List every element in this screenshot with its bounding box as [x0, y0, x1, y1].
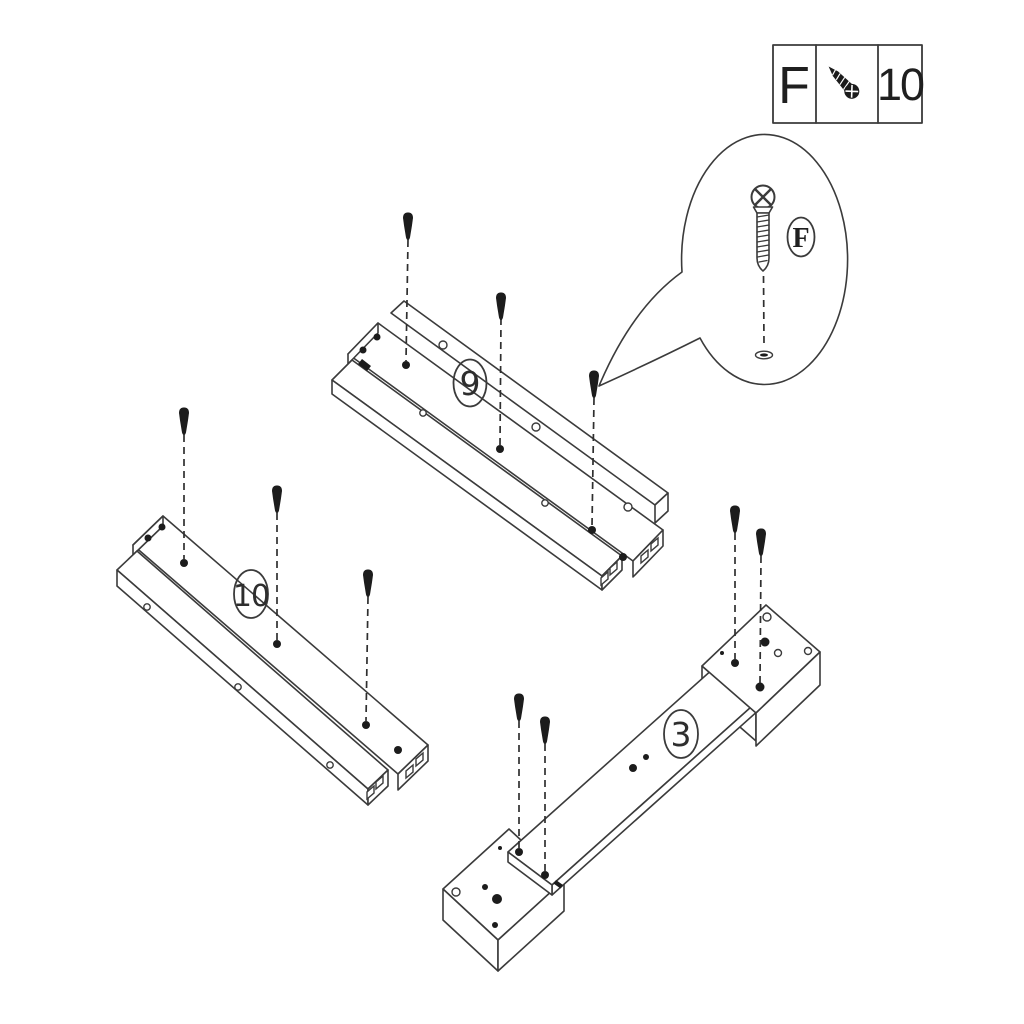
screw-icon	[514, 693, 524, 722]
screw-icon	[589, 370, 599, 399]
part10-label: 10	[233, 569, 270, 619]
legend-screw-icon	[828, 66, 860, 99]
screw-icon	[403, 212, 413, 241]
legend: F 10	[772, 44, 926, 124]
screw-icon	[730, 505, 740, 534]
magnified-countersunk-screw-icon	[750, 184, 776, 360]
part10-number: 10	[233, 579, 269, 614]
part10-screws	[179, 407, 373, 729]
screw-icon	[363, 569, 373, 598]
callout-letter-text: F	[792, 223, 809, 254]
part3-screws	[514, 505, 766, 879]
screw-icon	[496, 292, 506, 321]
part3-number: 3	[671, 715, 692, 754]
screw-icon	[179, 407, 189, 436]
callout-part-letter: F	[786, 216, 816, 258]
part9-screws	[402, 212, 599, 534]
part9-end-slot	[358, 359, 371, 371]
screw-icon	[756, 528, 766, 557]
legend-part-letter: F	[778, 57, 810, 115]
part-3-group: 3	[442, 505, 821, 972]
part9-label: 9	[452, 358, 488, 408]
part-10-group: 10	[116, 407, 429, 806]
screw-icon	[272, 485, 282, 514]
part-9-group: 9	[331, 212, 669, 591]
balloon-outline	[598, 133, 849, 387]
callout-balloon: F	[598, 133, 849, 387]
screw-icon	[540, 716, 550, 745]
legend-quantity: 10	[877, 59, 924, 110]
part9-number: 9	[460, 364, 481, 403]
part3-label: 3	[663, 709, 699, 759]
screw-threads	[756, 214, 770, 263]
